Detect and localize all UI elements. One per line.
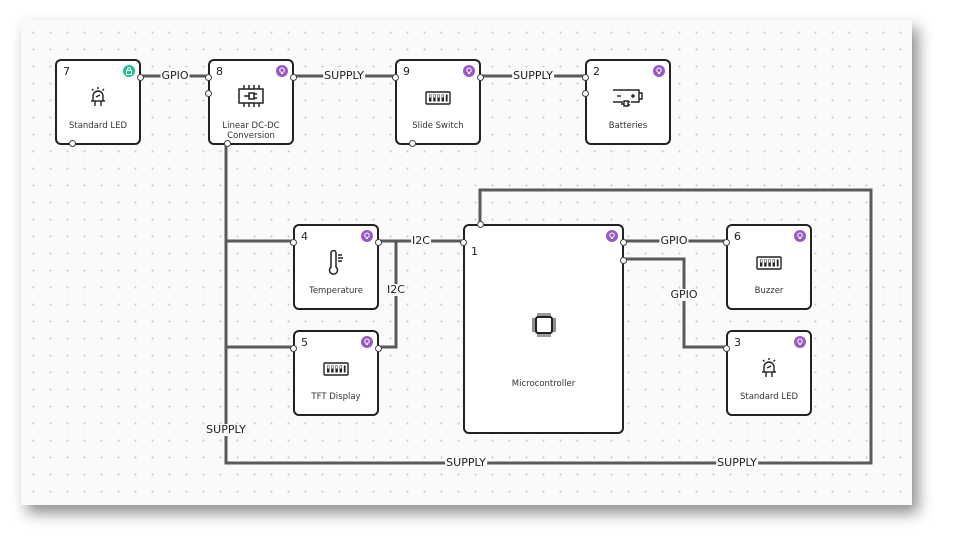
port[interactable] bbox=[477, 74, 484, 81]
node-label: Temperature bbox=[309, 286, 363, 296]
dip-switch-icon bbox=[756, 256, 782, 270]
bulb-icon[interactable] bbox=[361, 336, 373, 348]
node-number: 4 bbox=[301, 230, 308, 243]
node-label: Standard LED bbox=[68, 121, 128, 131]
node-label: Batteries bbox=[608, 121, 648, 131]
port[interactable] bbox=[392, 74, 399, 81]
node-batteries-2[interactable]: 2 Batteries bbox=[582, 59, 671, 145]
node-label: Buzzer bbox=[754, 286, 784, 296]
battery-icon bbox=[613, 89, 643, 107]
bulb-icon[interactable] bbox=[794, 336, 806, 348]
node-label: Microcontroller bbox=[511, 379, 576, 389]
wire-label-supply: SUPPLY bbox=[323, 69, 365, 82]
dip-switch-icon bbox=[323, 362, 349, 376]
port[interactable] bbox=[582, 74, 589, 81]
bulb-icon[interactable] bbox=[794, 230, 806, 242]
wire-label-gpio: GPIO bbox=[669, 288, 699, 301]
bulb-icon[interactable] bbox=[463, 65, 475, 77]
node-number: 2 bbox=[593, 65, 600, 78]
thermometer-icon bbox=[328, 250, 343, 275]
port[interactable] bbox=[224, 140, 231, 147]
bulb-icon[interactable] bbox=[653, 65, 665, 77]
port[interactable] bbox=[620, 257, 627, 264]
led-icon bbox=[91, 87, 105, 106]
port[interactable] bbox=[290, 345, 297, 352]
port[interactable] bbox=[290, 239, 297, 246]
wire-label-supply: SUPPLY bbox=[445, 456, 487, 469]
wire-label-gpio: GPIO bbox=[160, 69, 190, 82]
node-label: Standard LED bbox=[739, 392, 799, 402]
port[interactable] bbox=[582, 90, 589, 97]
led-icon bbox=[762, 358, 776, 377]
dcdc-chip-icon bbox=[238, 85, 264, 107]
mcu-chip-icon bbox=[531, 313, 556, 337]
port[interactable] bbox=[375, 345, 382, 352]
port[interactable] bbox=[375, 239, 382, 246]
port[interactable] bbox=[137, 74, 144, 81]
port[interactable] bbox=[409, 140, 416, 147]
port[interactable] bbox=[69, 140, 76, 147]
node-microcontroller-1[interactable]: 1 Microcontroller bbox=[460, 221, 627, 434]
dip-switch-icon bbox=[425, 91, 451, 105]
node-number: 1 bbox=[471, 245, 478, 258]
node-number: 7 bbox=[63, 65, 70, 78]
node-standard-led-7[interactable]: 7 Standard LED bbox=[55, 59, 144, 147]
port[interactable] bbox=[290, 74, 297, 81]
node-standard-led-3[interactable]: 3 Standard LED bbox=[723, 330, 812, 416]
node-label: TFT Display bbox=[311, 392, 361, 402]
port[interactable] bbox=[620, 239, 627, 246]
wire-label-supply: SUPPLY bbox=[205, 423, 247, 436]
bulb-icon[interactable] bbox=[606, 230, 618, 242]
port[interactable] bbox=[205, 90, 212, 97]
wire-label-supply: SUPPLY bbox=[716, 456, 758, 469]
node-tft-display-5[interactable]: 5 TFT Display bbox=[290, 330, 382, 416]
bulb-icon[interactable] bbox=[361, 230, 373, 242]
port[interactable] bbox=[723, 345, 730, 352]
node-number: 6 bbox=[734, 230, 741, 243]
node-label: Slide Switch bbox=[412, 121, 464, 131]
node-slide-switch-9[interactable]: 9 Slide Switch bbox=[392, 59, 484, 147]
port[interactable] bbox=[477, 221, 484, 228]
node-number: 9 bbox=[403, 65, 410, 78]
node-number: 3 bbox=[734, 336, 741, 349]
wire-label-i2c: I2C bbox=[386, 283, 406, 296]
node-number: 5 bbox=[301, 336, 308, 349]
port[interactable] bbox=[723, 239, 730, 246]
port[interactable] bbox=[460, 239, 467, 246]
wire-label-i2c: I2C bbox=[411, 234, 431, 247]
bulb-icon[interactable] bbox=[276, 65, 288, 77]
node-number: 8 bbox=[216, 65, 223, 78]
node-label: Linear DC-DC Conversion bbox=[222, 121, 280, 141]
wire-label-gpio: GPIO bbox=[659, 234, 689, 247]
node-buzzer-6[interactable]: 6 Buzzer bbox=[723, 224, 812, 310]
port[interactable] bbox=[205, 74, 212, 81]
wire-label-supply: SUPPLY bbox=[512, 69, 554, 82]
node-temperature-4[interactable]: 4 Temperature bbox=[290, 224, 382, 310]
lock-icon[interactable] bbox=[123, 65, 135, 77]
node-linear-dcdc-8[interactable]: 8 Linear DC-DC Conversion bbox=[205, 59, 297, 147]
